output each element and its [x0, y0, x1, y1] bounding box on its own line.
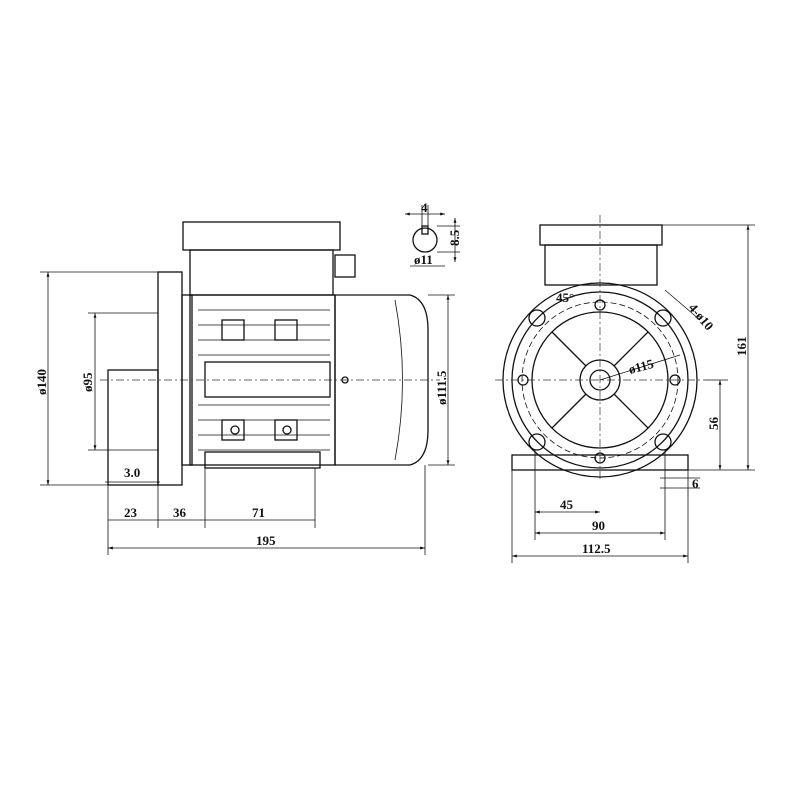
spigot-depth-label: 3.0 — [124, 465, 140, 480]
side-view — [100, 221, 440, 486]
holes-label: 4-ø10 — [686, 300, 717, 333]
shaft-length-label: 23 — [124, 505, 138, 520]
spigot-diameter-label: ø95 — [80, 372, 95, 392]
overall-length-label: 195 — [256, 533, 276, 548]
pitch-circle-label: ø115 — [627, 356, 656, 377]
key-width-label: 4 — [421, 200, 428, 215]
foot-thickness-label: 6 — [692, 476, 699, 491]
cable-gland — [334, 254, 356, 278]
front-view — [495, 215, 705, 480]
foot-span-label: 90 — [592, 518, 605, 533]
front-dimensions: 45° 4-ø10 ø115 161 56 6 45 90 112.5 — [511, 224, 755, 563]
mounting-holes — [528, 309, 672, 451]
terminal-box-lid — [182, 221, 341, 251]
shaft-diameter-label: ø11 — [414, 252, 433, 267]
body-diameter-label: ø111.5 — [434, 370, 449, 405]
foot-spacing-label: 71 — [252, 505, 265, 520]
half-foot-span-label: 45 — [560, 497, 574, 512]
bolts — [517, 299, 681, 464]
flange-to-foot-label: 36 — [173, 505, 187, 520]
key-height-label: 8.5 — [447, 229, 462, 246]
overall-height-label: 161 — [734, 337, 749, 357]
fan-cover — [334, 294, 429, 466]
terminal-box — [544, 244, 658, 286]
shaft-key-detail: 4 8.5 ø11 — [405, 200, 462, 267]
flange-diameter-label: ø140 — [34, 369, 49, 395]
terminal-box — [189, 249, 334, 296]
flange — [157, 271, 183, 486]
hole-angle-label: 45° — [556, 290, 574, 305]
side-dimensions: ø140 ø95 ø111.5 3.0 23 36 71 195 — [34, 271, 455, 555]
foot-width-label: 112.5 — [582, 541, 611, 556]
shaft-height-label: 56 — [706, 417, 721, 431]
